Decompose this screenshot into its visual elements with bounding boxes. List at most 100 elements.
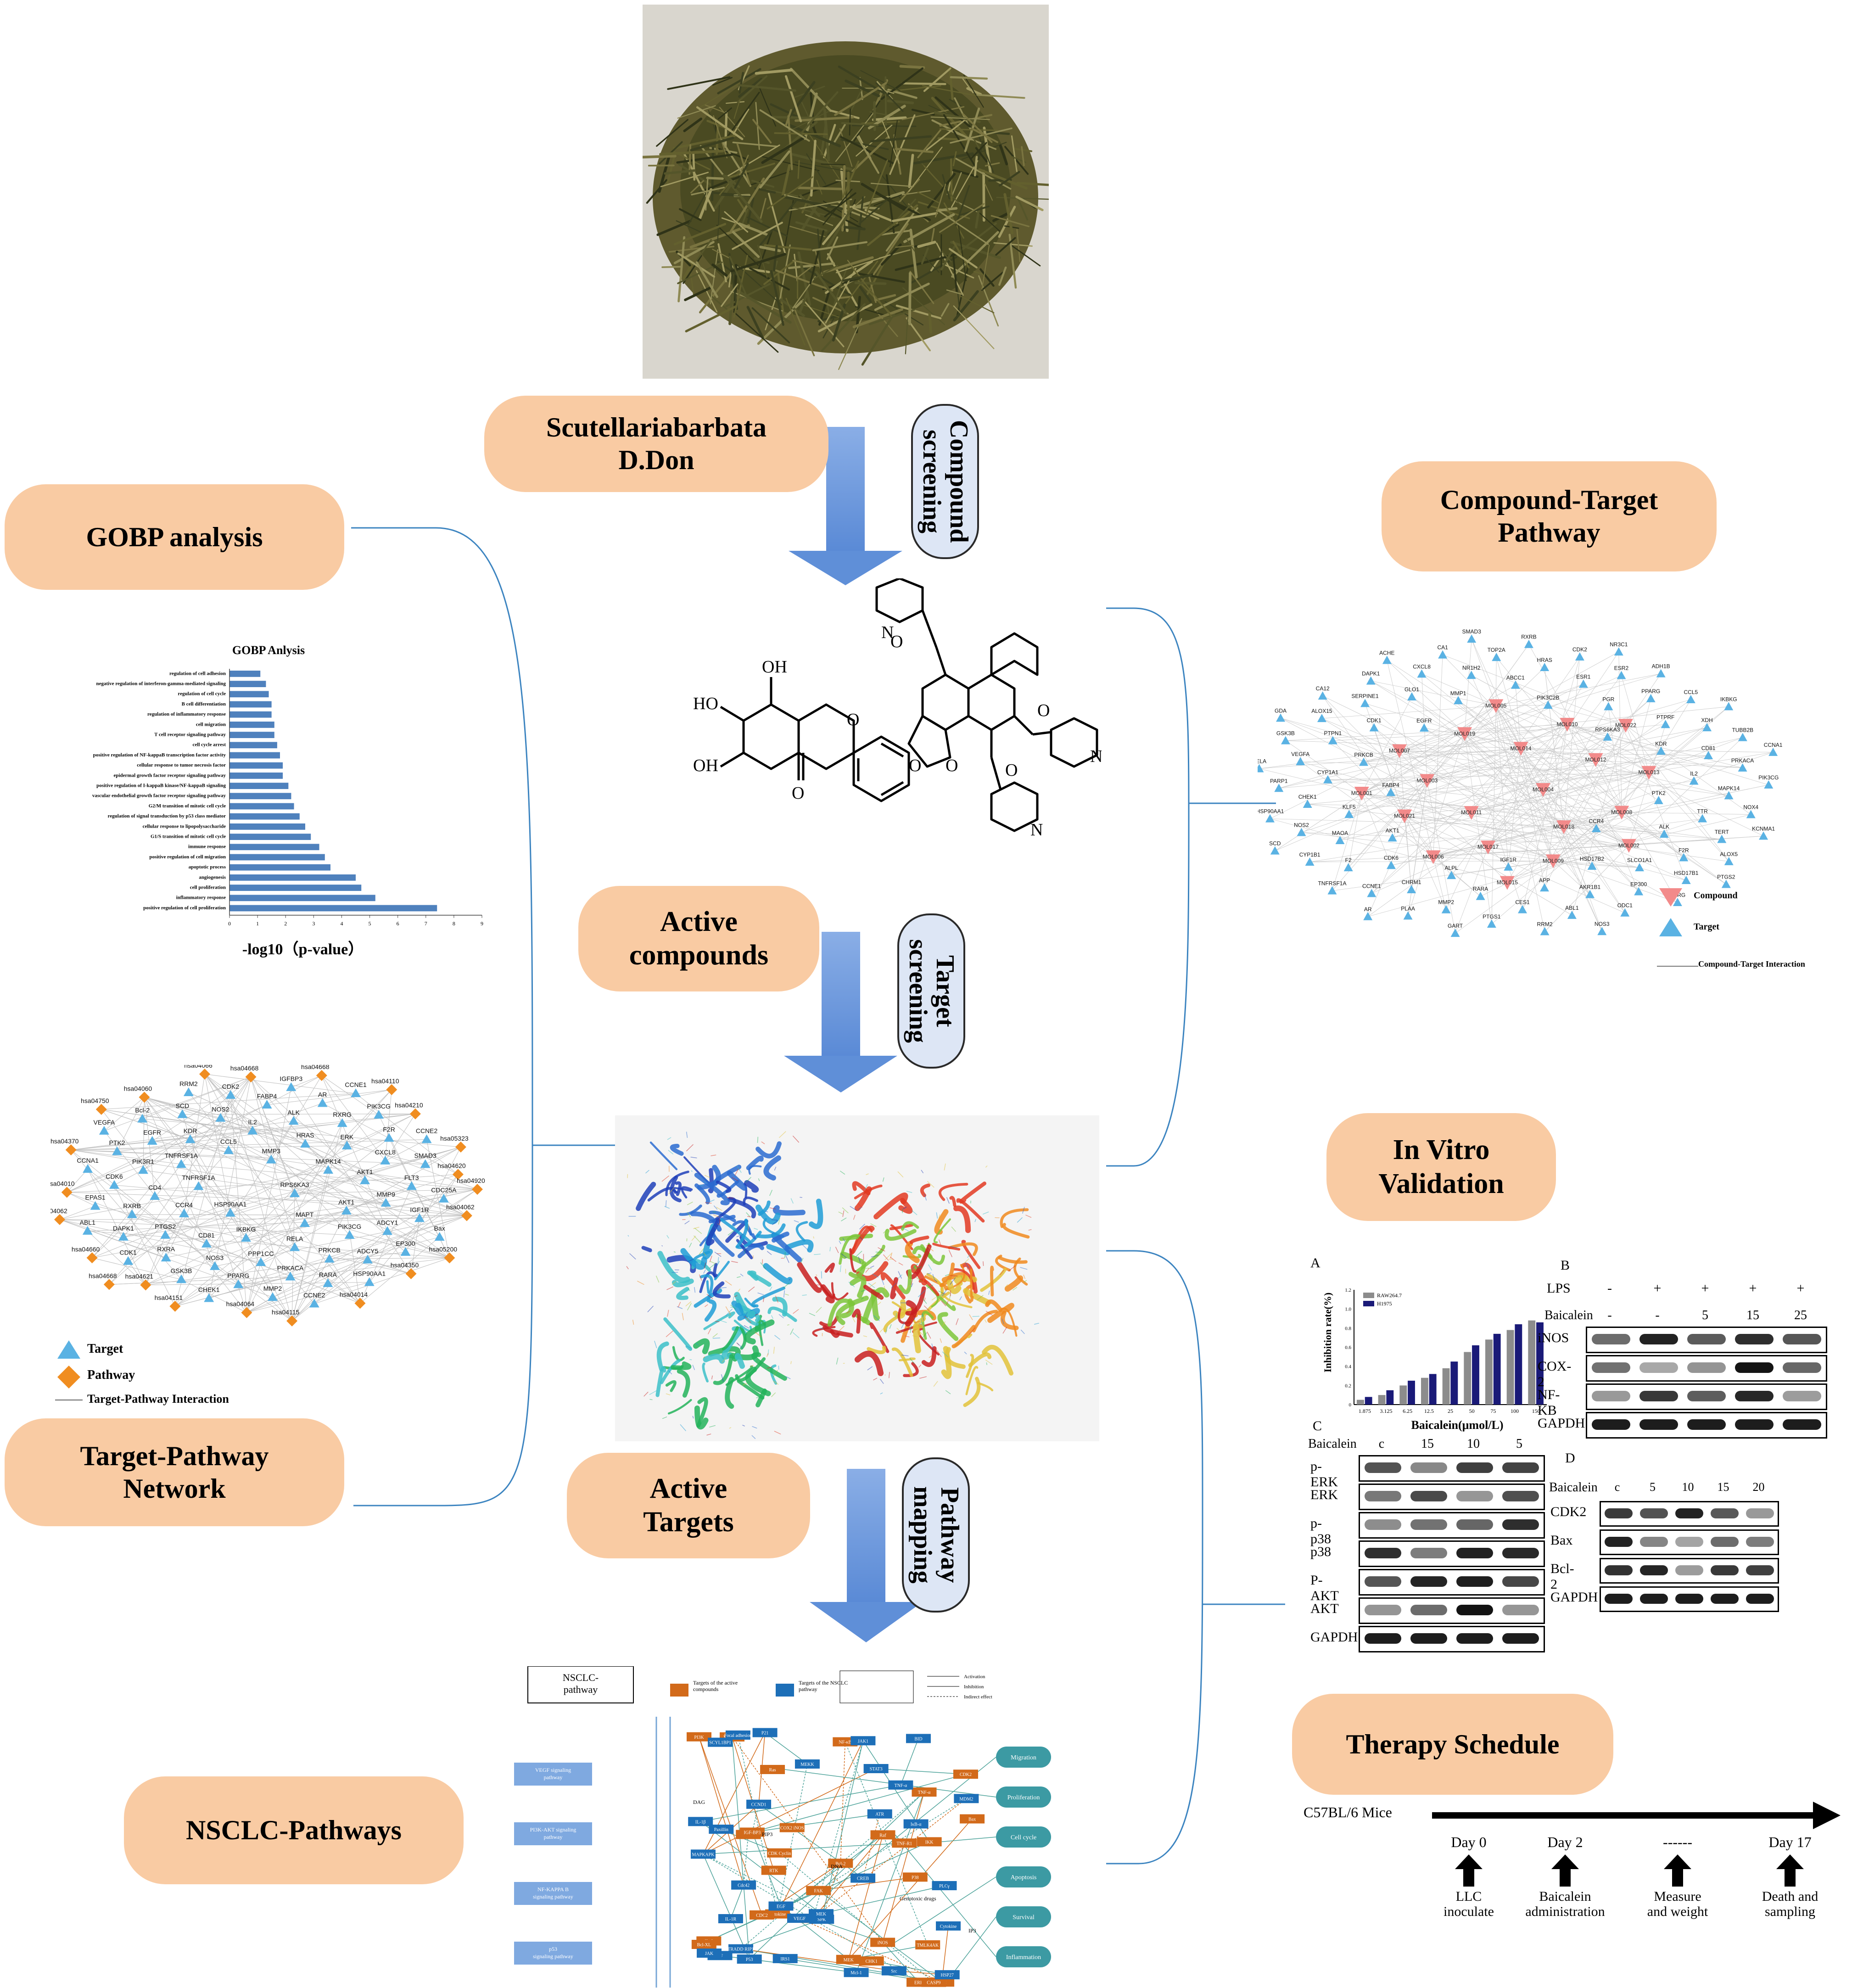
tp-node-label: VEGFA xyxy=(94,1119,115,1126)
tp-pathway-node xyxy=(241,1307,252,1318)
tp-target-node xyxy=(380,1155,391,1165)
ct-edge xyxy=(1458,700,1521,749)
tp-node-label: hsa04668 xyxy=(230,1065,259,1072)
ct-edge xyxy=(1361,793,1481,897)
nsclc-outcome-link xyxy=(895,1876,996,1943)
ct-compound-node xyxy=(1560,717,1575,732)
panel-c-band xyxy=(1410,1576,1447,1587)
tp-node-label: SMAD3 xyxy=(414,1152,436,1159)
nsclc-pathway-node xyxy=(772,1954,798,1963)
ct-edge xyxy=(1649,752,1774,773)
ct-edge xyxy=(1521,748,1545,888)
tp-node-label: CDK1 xyxy=(119,1249,137,1256)
tp-edge xyxy=(188,1092,467,1216)
tp-node-label: SCD xyxy=(176,1102,190,1109)
tp-edge xyxy=(405,1147,461,1253)
ct-target-label: PARP1 xyxy=(1270,778,1288,784)
nsclc-pathway-node xyxy=(934,1970,960,1980)
panel-a-x-tick: 3.125 xyxy=(1380,1408,1393,1414)
gobp-category-label: inflammatory response xyxy=(176,895,226,901)
nsclc-title: NSCLC-pathway xyxy=(563,1672,599,1695)
tp-edge xyxy=(143,1097,145,1170)
ct-edge xyxy=(1392,816,1405,838)
tp-target-node xyxy=(201,1238,212,1248)
ct-target-node xyxy=(1620,908,1630,917)
tp-node-label: RELA xyxy=(286,1235,303,1243)
tp-node-label: IKBKG xyxy=(236,1226,256,1233)
tp-node-label: hsa04062 xyxy=(446,1203,475,1210)
ct-compound-label: MOL011 xyxy=(1461,809,1482,816)
ct-edge xyxy=(1621,699,1691,812)
gobp-bar xyxy=(229,793,291,800)
ct-target-node xyxy=(1738,763,1747,772)
ct-legend: Compound Target xyxy=(1652,886,1836,978)
nsclc-pathway-node xyxy=(708,1737,733,1747)
ct-target-label: SCD xyxy=(1269,840,1281,847)
tp-target-node xyxy=(414,1213,425,1222)
nsclc-pathway-node-label: PLCγ xyxy=(939,1884,950,1889)
nsclc-active-node xyxy=(921,1977,946,1987)
nsclc-free-label: DAG xyxy=(693,1799,705,1805)
tp-node-label: IL2 xyxy=(248,1118,257,1126)
nsclc-group-label: VEGF signaling xyxy=(535,1767,571,1773)
nsclc-pathway-node-label: IRS1 xyxy=(780,1957,790,1962)
tp-target-node xyxy=(317,1098,328,1107)
svg-text:O: O xyxy=(1005,761,1018,780)
tp-edge xyxy=(71,1120,294,1150)
ct-edge xyxy=(1488,675,1622,847)
ct-target-label: KDR xyxy=(1655,740,1667,747)
tp-target-node xyxy=(323,1165,334,1174)
protein-structure xyxy=(615,1115,1099,1441)
ct-edge xyxy=(1628,737,1743,846)
ct-edge xyxy=(1471,750,1662,813)
nsclc-group-box xyxy=(514,1882,592,1905)
tp-node-label: RRM2 xyxy=(179,1080,198,1087)
ct-edge xyxy=(1404,737,1743,816)
nsclc-pathway-node xyxy=(850,1736,876,1746)
panel-b-protein-label: iNOS xyxy=(1538,1330,1569,1345)
pathway-mapping-tag: Pathway mapping xyxy=(902,1457,970,1613)
tp-edge xyxy=(246,1282,369,1313)
tp-node-label: CDC25A xyxy=(431,1187,457,1194)
panel-b-protein-label: COX-2 xyxy=(1538,1359,1572,1389)
ct-edge xyxy=(1408,780,1427,916)
ct-edge xyxy=(1399,750,1678,903)
ct-edge xyxy=(1595,759,1659,801)
nsclc-link xyxy=(700,1785,901,1822)
tp-edge xyxy=(128,1114,416,1262)
ct-target-node xyxy=(1614,647,1623,656)
panel-d-band xyxy=(1675,1508,1704,1518)
ct-edge xyxy=(1528,644,1622,812)
tp-edge xyxy=(114,1185,467,1216)
ct-edge xyxy=(1348,793,1362,868)
tp-edge xyxy=(291,1259,330,1321)
ct-compound-label: MOL021 xyxy=(1394,813,1415,819)
tp-edge xyxy=(128,1261,146,1285)
tp-edge xyxy=(238,1215,467,1285)
tp-node-label: AR xyxy=(318,1091,327,1098)
panel-a-x-tick: 1.875 xyxy=(1359,1408,1371,1414)
active-compounds-label: Active compounds xyxy=(629,906,769,971)
panel-b-band xyxy=(1592,1391,1630,1402)
panel-b-band xyxy=(1783,1334,1821,1345)
tp-target-node xyxy=(223,1145,234,1154)
ct-edge xyxy=(1427,727,1707,781)
nsclc-active-node-label: COX2 iNOS xyxy=(780,1826,804,1831)
nsclc-link xyxy=(845,1742,928,1945)
ct-edge xyxy=(1371,681,1496,706)
ct-target-label: F2R xyxy=(1679,847,1689,853)
tp-edge xyxy=(144,1097,155,1197)
nsclc-outcome-link xyxy=(895,1834,996,1957)
nsclc-active-node xyxy=(960,1814,985,1824)
gobp-x-tick-label: 4 xyxy=(340,920,343,927)
gobp-category-label: regulation of signal transduction by p53… xyxy=(108,813,226,819)
ct-target-node xyxy=(1441,905,1451,913)
tp-node-label: hsa04066 xyxy=(184,1065,213,1069)
nsclc-active-node xyxy=(870,1830,895,1840)
tp-target-node xyxy=(99,1126,109,1135)
tp-target-node xyxy=(241,1233,252,1242)
ct-target-label: PTPN1 xyxy=(1324,730,1342,737)
tp-node-label: hsa05200 xyxy=(429,1245,458,1253)
ct-edge xyxy=(1567,724,1694,781)
